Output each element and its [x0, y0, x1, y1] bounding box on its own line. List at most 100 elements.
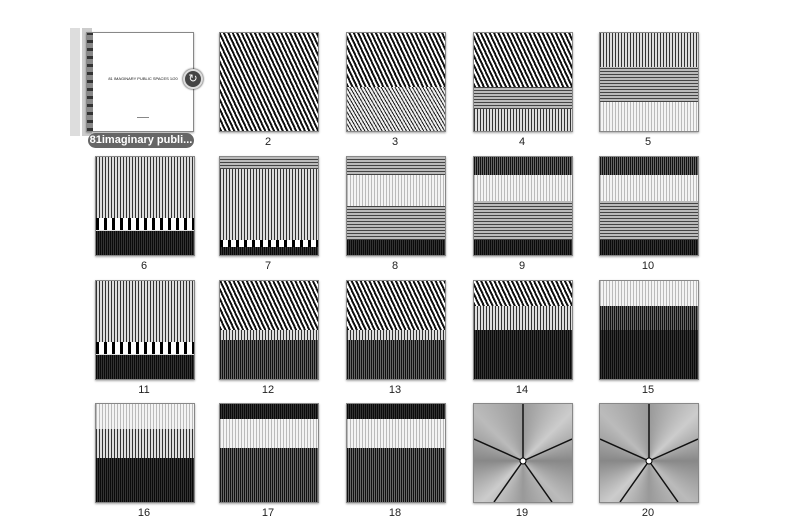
pattern-band [220, 168, 318, 241]
page-number-label: 11 [138, 384, 150, 396]
pattern-band [347, 339, 445, 379]
pattern-band [220, 247, 318, 255]
page-thumbnail-cell[interactable]: 7 [208, 156, 328, 276]
pattern-band [474, 86, 572, 110]
pattern-band [347, 281, 445, 330]
page-number-label: 7 [264, 260, 272, 272]
pattern-band [600, 67, 698, 102]
page-thumbnail[interactable] [473, 32, 573, 132]
spiral-binding [87, 33, 93, 131]
page-thumbnail[interactable] [346, 280, 446, 380]
page-thumbnail-cell[interactable]: 2 [208, 32, 328, 152]
pattern-band [474, 157, 572, 175]
page-stack-shadow [70, 28, 80, 136]
page-number-label: 20 [641, 507, 655, 519]
pattern-band [347, 418, 445, 449]
cover-cell[interactable]: 81 IMAGINARY PUBLIC SPACES 1/20 ↻ 81imag… [70, 28, 204, 152]
document-cover[interactable]: 81 IMAGINARY PUBLIC SPACES 1/20 [86, 32, 194, 132]
page-thumbnail[interactable] [346, 32, 446, 132]
pattern-band [220, 33, 318, 131]
pattern-band [474, 281, 572, 306]
page-thumbnail[interactable] [219, 32, 319, 132]
page-thumbnail-cell[interactable]: 18 [335, 403, 455, 523]
page-thumbnail[interactable] [95, 156, 195, 256]
pattern-band [347, 330, 445, 340]
pattern-band [347, 240, 445, 255]
page-thumbnail-cell[interactable]: 14 [462, 280, 582, 400]
pattern-band [474, 33, 572, 87]
pattern-band [600, 330, 698, 379]
page-thumbnail[interactable] [473, 403, 573, 503]
pattern-band [96, 217, 194, 231]
pattern-band [96, 457, 194, 502]
pattern-band [96, 281, 194, 342]
pattern-band [347, 86, 445, 131]
pattern-band [474, 109, 572, 131]
pattern-band [220, 281, 318, 330]
page-thumbnail-cell[interactable]: 9 [462, 156, 582, 276]
page-thumbnail-cell[interactable]: 15 [588, 280, 708, 400]
page-thumbnail[interactable] [346, 403, 446, 503]
radial-lines [600, 404, 698, 502]
pattern-band [347, 206, 445, 241]
pattern-band [96, 157, 194, 218]
pattern-band [474, 330, 572, 379]
page-thumbnail[interactable] [599, 32, 699, 132]
pattern-band [220, 240, 318, 248]
page-number-label: 9 [518, 260, 526, 272]
page-number-label: 6 [140, 260, 148, 272]
page-thumbnail[interactable] [219, 403, 319, 503]
pattern-band [96, 428, 194, 458]
pattern-band [220, 339, 318, 379]
page-thumbnail-cell[interactable]: 8 [335, 156, 455, 276]
page-thumbnail[interactable] [346, 156, 446, 256]
page-thumbnail-cell[interactable]: 16 [84, 403, 204, 523]
pattern-band [600, 174, 698, 202]
page-thumbnail[interactable] [219, 280, 319, 380]
page-thumbnail-cell[interactable]: 10 [588, 156, 708, 276]
page-thumbnail[interactable] [599, 156, 699, 256]
pattern-band [220, 448, 318, 502]
page-thumbnail-cell[interactable]: 13 [335, 280, 455, 400]
pattern-band [474, 201, 572, 241]
page-thumbnail-cell[interactable]: 19 [462, 403, 582, 523]
rotate-page-button[interactable]: ↻ [183, 69, 203, 89]
pattern-band [600, 281, 698, 306]
file-name-label[interactable]: 81imaginary publi... [88, 133, 194, 148]
page-thumbnail[interactable] [219, 156, 319, 256]
page-number-label: 14 [515, 384, 529, 396]
pattern-band [347, 33, 445, 87]
cover-title: 81 IMAGINARY PUBLIC SPACES 1/20 [108, 76, 178, 81]
pattern-band [220, 330, 318, 340]
pattern-band [600, 157, 698, 175]
radial-lines [474, 404, 572, 502]
page-number-label: 19 [515, 507, 529, 519]
page-thumbnail-cell[interactable]: 4 [462, 32, 582, 152]
pattern-band [96, 354, 194, 379]
page-number-label: 2 [264, 136, 272, 148]
page-thumbnail-cell[interactable]: 3 [335, 32, 455, 152]
pattern-band [600, 101, 698, 131]
page-number-label: 12 [261, 384, 275, 396]
page-thumbnail[interactable] [599, 403, 699, 503]
page-thumbnail-cell[interactable]: 12 [208, 280, 328, 400]
page-thumbnail-cell[interactable]: 11 [84, 280, 204, 400]
page-number-label: 18 [388, 507, 402, 519]
page-thumbnail[interactable] [473, 156, 573, 256]
page-thumbnail-cell[interactable]: 20 [588, 403, 708, 523]
page-number-label: 5 [644, 136, 652, 148]
page-thumbnail[interactable] [95, 403, 195, 503]
pattern-band [220, 404, 318, 419]
page-thumbnail-cell[interactable]: 5 [588, 32, 708, 152]
page-thumbnail-cell[interactable]: 17 [208, 403, 328, 523]
page-thumbnail[interactable] [599, 280, 699, 380]
pattern-band [600, 33, 698, 68]
pattern-band [96, 230, 194, 255]
page-thumbnail[interactable] [95, 280, 195, 380]
pattern-band [474, 174, 572, 202]
page-thumbnail-cell[interactable]: 6 [84, 156, 204, 276]
pattern-band [347, 404, 445, 419]
pattern-band [474, 240, 572, 255]
page-thumbnail[interactable] [473, 280, 573, 380]
page-number-label: 15 [641, 384, 655, 396]
